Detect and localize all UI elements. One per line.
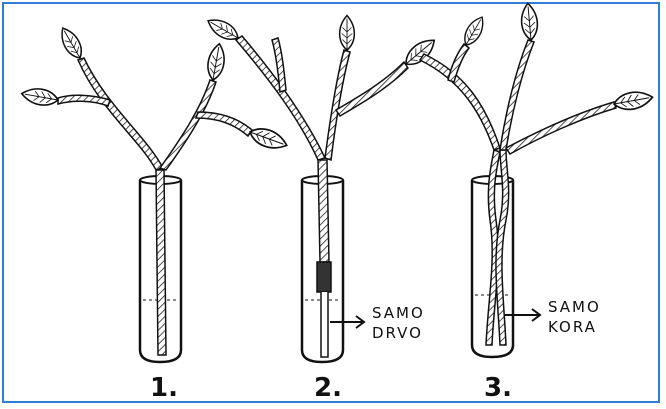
arrow-icon [330, 316, 364, 328]
number-3: 3. [484, 373, 512, 403]
plant-1 [20, 24, 289, 362]
arrow-icon [505, 309, 540, 321]
number-1: 1. [150, 373, 178, 403]
leaf-icon [247, 124, 289, 153]
label-samo-2: SAMO [548, 298, 601, 316]
plant-3 [420, 3, 654, 357]
leaf-icon [340, 16, 355, 51]
leaf-icon [56, 24, 86, 61]
label-samo-1: SAMO [372, 304, 425, 322]
leaf-icon [20, 86, 59, 108]
leaf-icon [613, 89, 654, 112]
leaf-icon [460, 14, 488, 49]
label-drvo: DRVO [372, 324, 423, 342]
label-kora: KORA [548, 318, 597, 336]
leaf-icon [205, 42, 227, 81]
leaf-icon [520, 3, 539, 41]
number-2: 2. [314, 373, 342, 403]
